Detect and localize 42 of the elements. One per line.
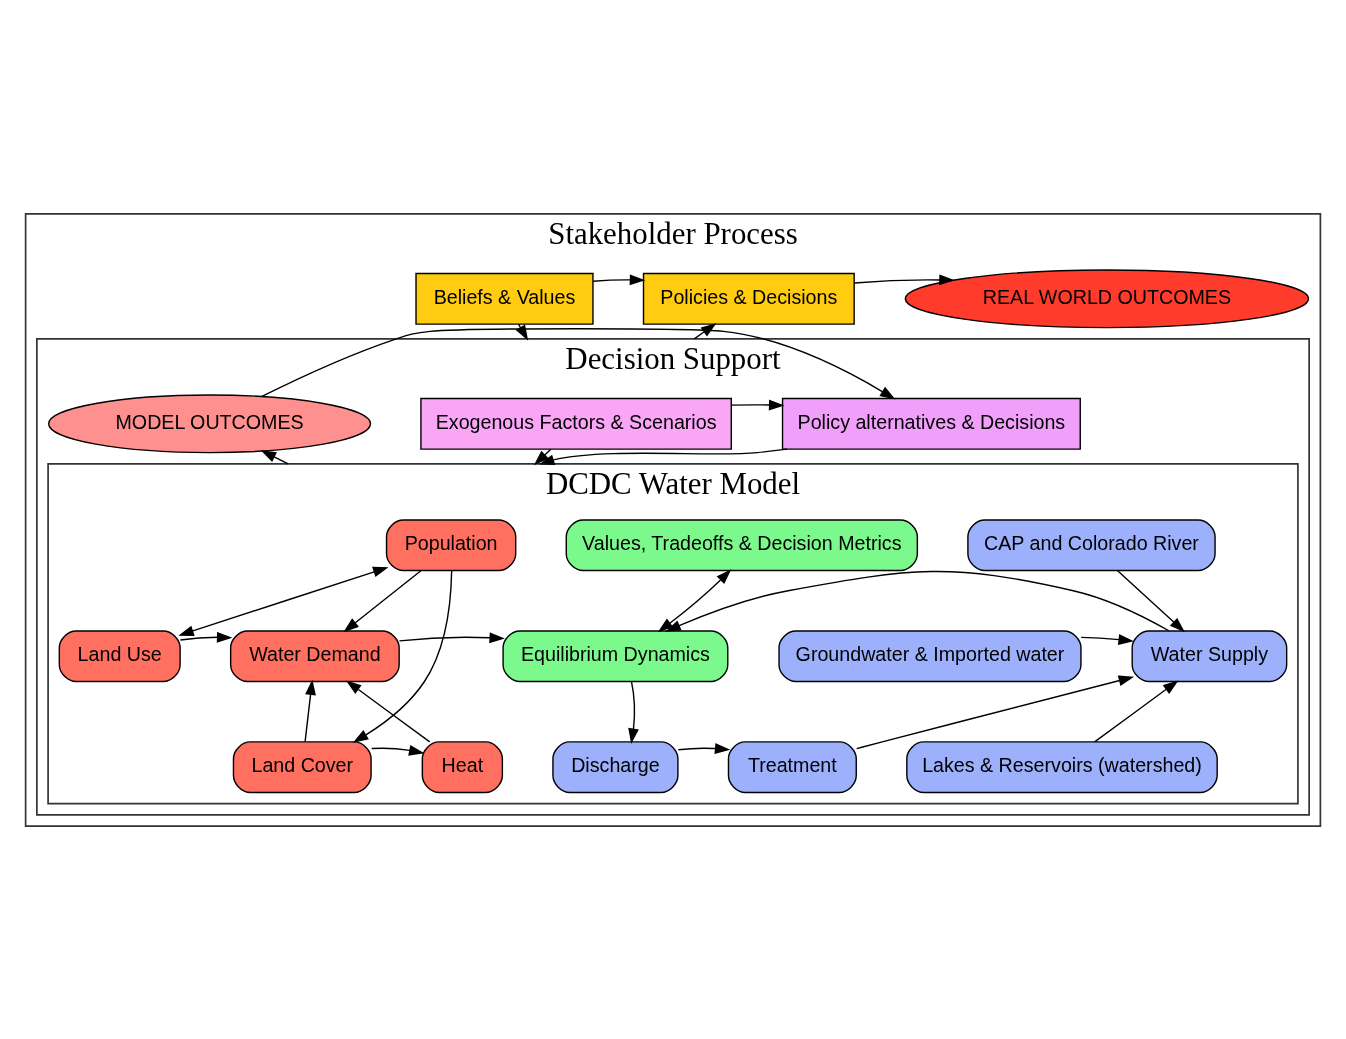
arrow [1116, 569, 1185, 632]
arrow [677, 742, 731, 754]
node-box: Water Demand [229, 629, 400, 682]
arrow [657, 568, 732, 632]
arrow [730, 399, 785, 410]
arrow [628, 680, 639, 744]
arrow [345, 679, 431, 743]
arrow [178, 566, 389, 636]
arrow [853, 274, 955, 285]
node-box: Groundwater & Imported water [778, 629, 1082, 682]
node-ellipse: MODEL OUTCOMES [47, 393, 372, 453]
node-box: Policies & Decisions [642, 272, 855, 325]
arrow [179, 631, 233, 643]
arrow [1080, 633, 1134, 645]
node-box: Values, Tradeoffs & Decision Metrics [565, 518, 919, 571]
node-box: Land Cover [232, 740, 372, 793]
node-ellipse: REAL WORLD OUTCOMES [904, 268, 1310, 328]
arrow [1093, 679, 1179, 743]
arrow [343, 569, 422, 632]
node-box: Heat [421, 740, 504, 793]
node-box: Land Use [58, 629, 181, 682]
arrow [371, 744, 425, 756]
node-box: Treatment [727, 740, 857, 793]
arrow [533, 448, 552, 465]
arrow [855, 674, 1135, 749]
arrow [304, 679, 316, 743]
arrow [665, 570, 1170, 632]
node-box: Equilibrium Dynamics [502, 629, 729, 682]
arrow [538, 447, 788, 465]
node-box: Policy alternatives & Decisions [781, 397, 1081, 450]
arrow [398, 631, 505, 643]
arrow [261, 327, 896, 399]
node-box: Water Supply [1131, 629, 1288, 682]
node-box: Lakes & Reservoirs (watershed) [906, 740, 1218, 793]
node-box: CAP and Colorado River [967, 518, 1216, 571]
node-box: Beliefs & Values [415, 272, 594, 325]
node-box: Discharge [552, 740, 679, 793]
node-box: Population [385, 518, 517, 571]
arrow [592, 273, 646, 285]
arrow [352, 569, 453, 743]
arrow [260, 449, 289, 465]
node-box: Exogenous Factors & Scenarios [420, 397, 732, 450]
